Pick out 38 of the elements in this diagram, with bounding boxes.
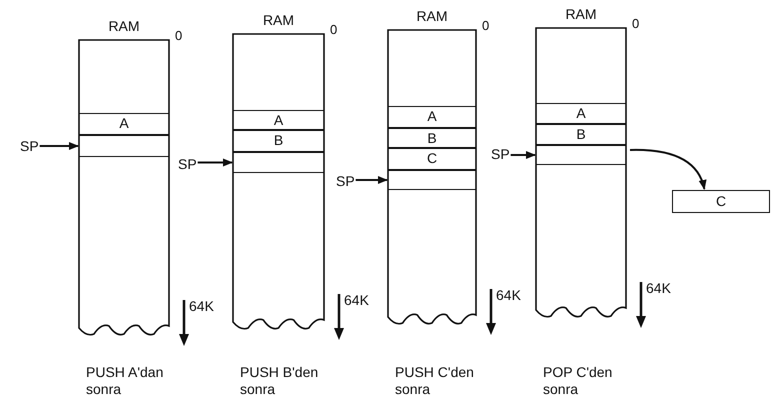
stack-cell: B: [233, 130, 324, 152]
column-label: PUSH A'dan sonra: [86, 364, 164, 398]
address-label: 0: [632, 16, 640, 31]
stack-cell: B: [536, 124, 626, 145]
address-label: 64K: [496, 287, 521, 303]
column-heading: RAM: [107, 18, 141, 34]
stack-cell: A: [388, 106, 476, 128]
address-label: 64K: [189, 298, 214, 314]
empty-stack-cell: [233, 152, 324, 173]
stack-cell: A: [233, 110, 324, 130]
empty-stack-cell: [536, 145, 626, 165]
column-label: PUSH C'den sonra: [395, 364, 475, 398]
popped-value-box: C: [672, 190, 770, 213]
stack-cell: B: [388, 128, 476, 148]
arrow: [510, 151, 536, 159]
address-label: 0: [330, 22, 338, 37]
stack-cell: C: [388, 148, 476, 170]
stack-cell: A: [536, 103, 626, 124]
address-label: 64K: [646, 280, 671, 296]
pointer-label: SP: [178, 155, 197, 173]
column-heading: RAM: [415, 8, 449, 24]
column-heading: RAM: [262, 12, 296, 28]
address-label: 0: [175, 28, 182, 43]
arrow: [356, 176, 388, 184]
stack-cell: A: [79, 113, 169, 135]
column-label: PUSH B'den sonra: [240, 364, 320, 398]
arrow: [630, 148, 706, 190]
arrow: [40, 142, 79, 150]
address-label: 0: [482, 18, 490, 33]
column-label: POP C'den sonra: [543, 364, 614, 398]
column-heading: RAM: [564, 6, 598, 22]
pointer-label: SP: [336, 172, 355, 190]
empty-stack-cell: [79, 135, 169, 157]
empty-stack-cell: [388, 170, 476, 190]
address-label: 64K: [344, 292, 369, 308]
arrow: [198, 158, 233, 166]
pointer-label: SP: [491, 145, 510, 163]
pointer-label: SP: [20, 137, 39, 155]
